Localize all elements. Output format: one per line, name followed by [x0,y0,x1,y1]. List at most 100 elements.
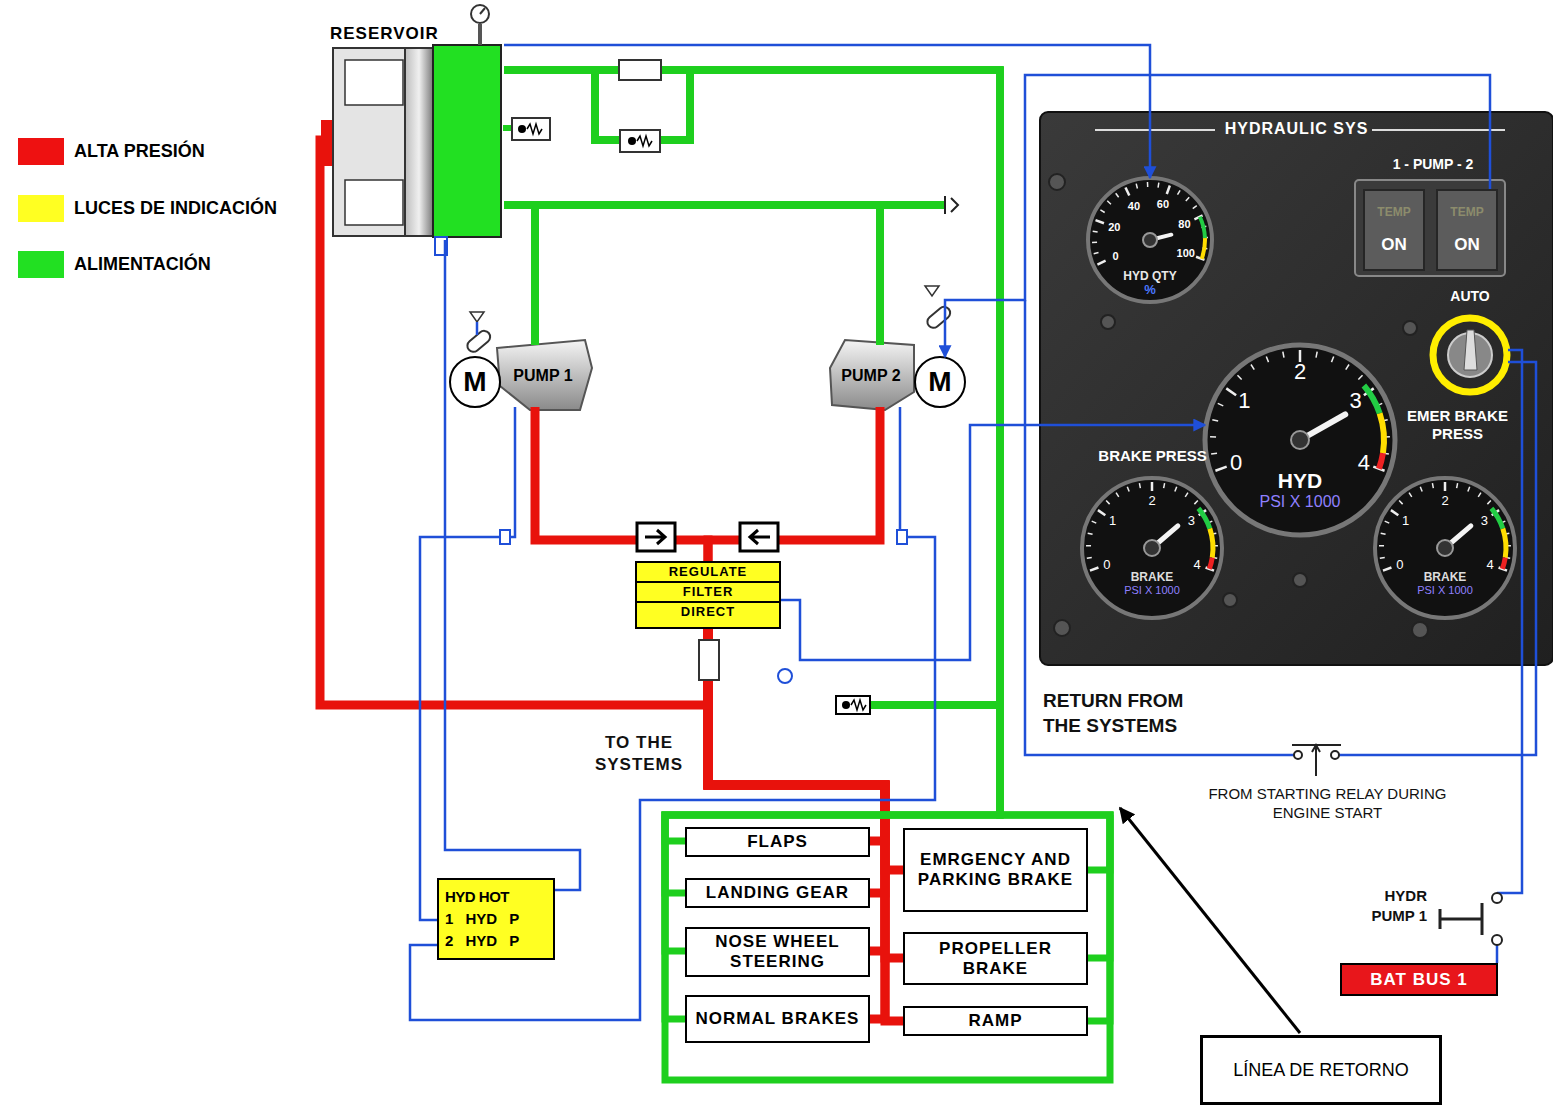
node-text: BAT BUS 1 [1370,970,1467,990]
system-box: NOSE WHEEL STEERING [685,927,870,977]
legend-text: ALIMENTACIÓN [74,253,211,276]
gauge-tick [1478,493,1481,497]
supply-line [504,205,535,345]
legend-text: ALTA PRESIÓN [74,140,205,163]
system-box: EMRGENCY AND PARKING BRAKE [903,828,1088,912]
scale-number: 80 [1178,218,1190,229]
gauge-tick [1194,501,1197,505]
gauge-tick [1175,487,1177,492]
return-line [504,70,1000,893]
gauge-tick [1266,357,1268,363]
node-text: FILTER [637,583,779,603]
node-text: M [463,366,486,398]
gauge-range [1200,217,1205,238]
node-text: NOSE WHEEL STEERING [691,932,864,972]
node-text: REGULATE [637,563,779,583]
scale-number: 3 [1481,514,1488,527]
gauge-tick [1358,375,1362,379]
node-text: RESERVOIR [330,24,439,44]
gauge-tick [1127,487,1129,492]
return-line [504,70,1110,870]
node-text: PSI X 1000 [1124,584,1180,596]
node-text: M [928,366,951,398]
scale-number: 4 [1486,558,1493,571]
motor-symbol: M [450,357,500,407]
gauge-tick [1346,365,1349,370]
gauge-tick [1167,185,1170,193]
gauge-tick [1399,501,1402,505]
gauge-tick [1444,482,1447,491]
gauge-tick [1098,510,1105,515]
gauge-tick [1177,190,1180,194]
system-box: FLAPS [685,827,870,857]
gauge-tick [1092,521,1097,523]
gauge-tick [1147,182,1149,187]
scale-number: 2 [1148,494,1155,507]
pump: PUMP 2 [828,345,914,407]
annotation: AUTO [1438,288,1502,305]
gauge-tick [1193,206,1197,209]
gauge-tick [1456,483,1458,488]
gauge-tick [1125,187,1129,195]
annotation: TO THE SYSTEMS [583,732,695,776]
node-text: RAMP [968,1011,1022,1031]
gauge-hub [1291,431,1309,449]
scale-number: 2 [1441,494,1448,507]
scale-number: 3 [1188,514,1195,527]
node-text: ON [1381,235,1407,255]
gauge-range [1502,558,1505,569]
pressure-line [708,629,903,958]
reservoir: RESERVOIR [328,24,504,240]
node-text: BRAKE [1424,570,1467,584]
annotation: EMER BRAKE PRESS [1400,407,1515,443]
gauge-hub [1437,540,1453,556]
node-text: EMRGENCY AND PARKING BRAKE [909,850,1082,890]
scale-number: 60 [1157,199,1169,210]
node-text: HYDRAULIC SYS [1225,120,1369,138]
annotation: FROM STARTING RELAY DURING ENGINE START [1205,784,1450,822]
gauge-range [1209,558,1212,569]
gauge-tick [1380,557,1385,559]
scale-number: 1 [1402,514,1409,527]
node-text: 2 HYD P [445,930,519,952]
legend-swatch [18,195,64,222]
legend-swatch [18,138,64,165]
system-box: NORMAL BRAKES [685,995,870,1043]
gauge-tick [1092,242,1097,244]
gauge-tick [1151,482,1154,491]
gauge-tick [1468,487,1470,492]
gauge-tick [1097,261,1105,265]
pump: PUMP 1 [497,345,589,407]
gauge-tick [1157,183,1159,188]
warning-lights: HYD HOT1 HYD P2 HYD P [437,878,555,960]
gauge-tick [1186,197,1189,201]
scale-number: 0 [1396,558,1403,571]
gauge-tick [1226,388,1236,395]
scale-number: 1 [1238,390,1250,412]
gauge-tick [1185,493,1188,497]
annotation: 1 - PUMP - 2 [1358,156,1508,173]
pump-button: TEMPON [1436,189,1498,271]
node-text: ON [1454,235,1480,255]
return-line [504,70,1110,958]
gauge-tick [1211,452,1217,454]
quantity-gauge: HYD QTY% [1088,178,1212,302]
gauge-tick [1331,357,1333,363]
gauge-tick [1385,521,1390,523]
node-text: 1 HYD P [445,908,519,930]
node-text: PSI X 1000 [1417,584,1473,596]
return-line [504,70,1000,841]
gauge-tick [1094,253,1099,254]
scale-number: 4 [1193,558,1200,571]
pump-button: TEMPON [1363,189,1425,271]
gauge-tick [1106,501,1109,505]
gauge-hub [1144,540,1160,556]
scale-number: 0 [1230,452,1242,474]
signal-wire [420,407,515,920]
node-text: LANDING GEAR [706,883,849,903]
gauge-tick [1088,533,1093,534]
gauge-tick [1086,545,1091,547]
gauge-tick [1215,467,1226,471]
gauge-tick [1432,483,1434,488]
node-text: PROPELLER BRAKE [909,939,1082,979]
